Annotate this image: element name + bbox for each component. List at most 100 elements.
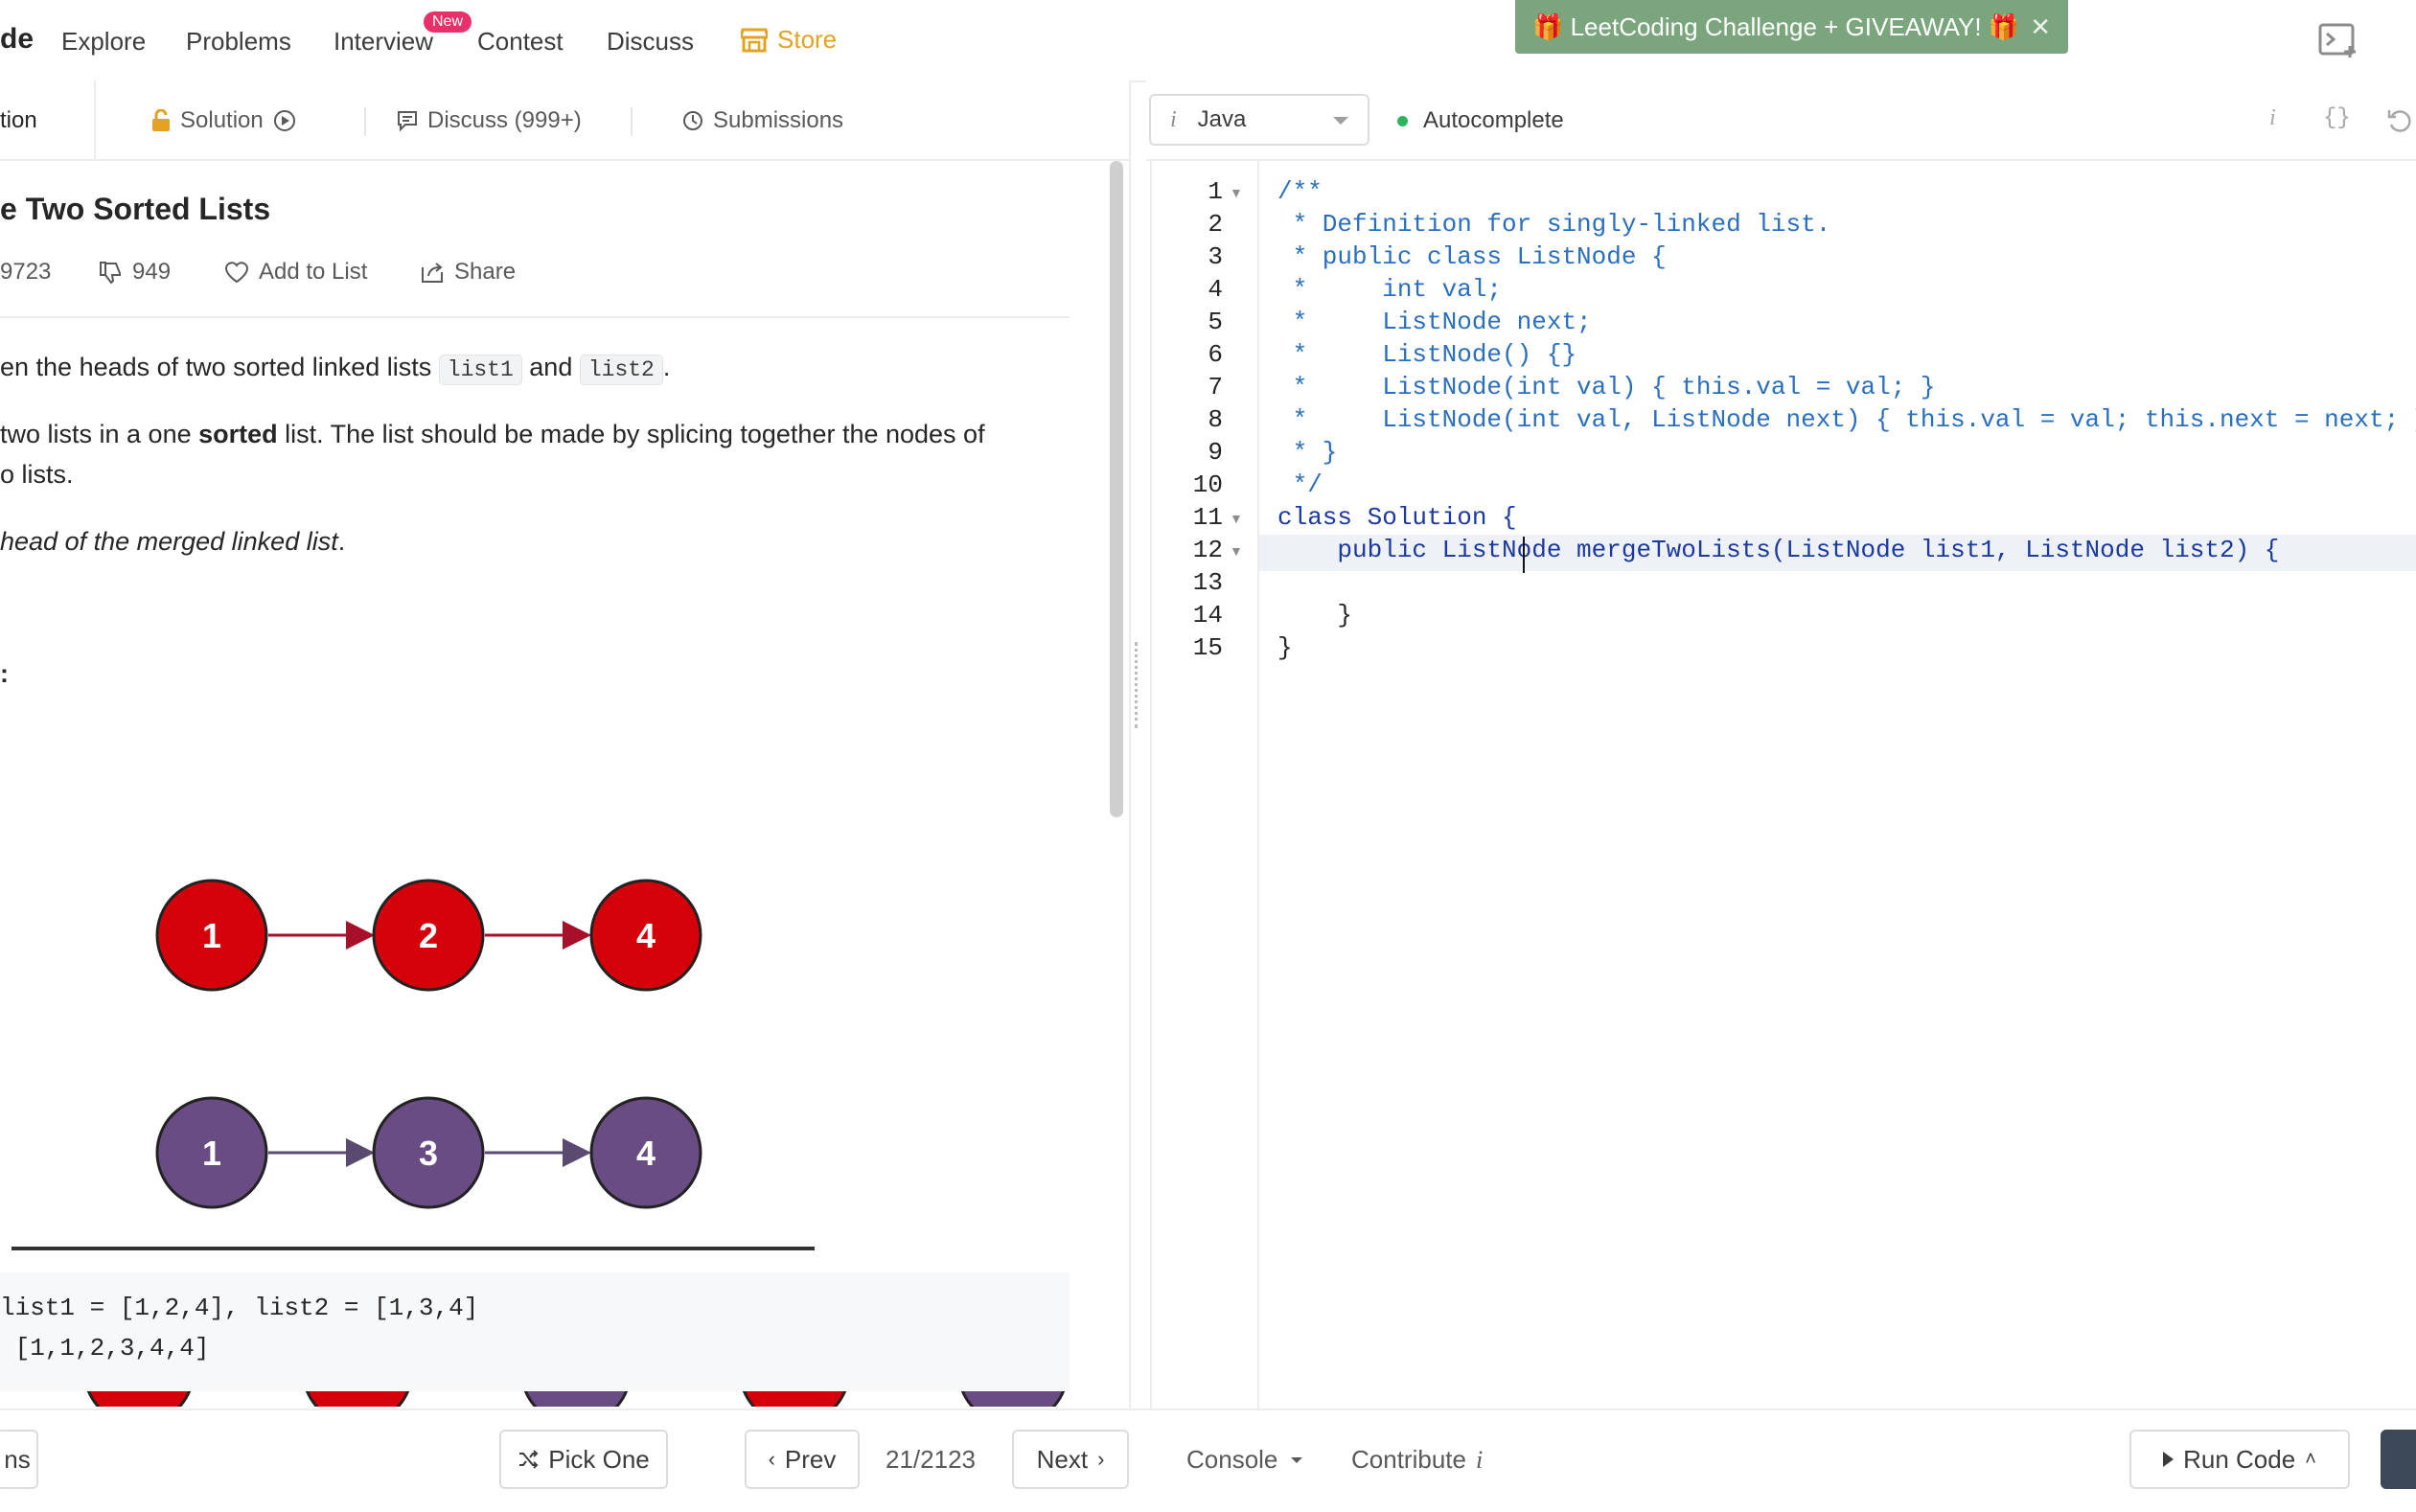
divider xyxy=(0,316,1070,318)
nav-contest[interactable]: Contest xyxy=(477,27,564,56)
fold-arrow-icon[interactable]: ▼ xyxy=(1230,185,1243,200)
active-line-highlight xyxy=(1259,535,2416,571)
autocomplete-toggle[interactable]: Autocomplete xyxy=(1397,107,1564,134)
banner-text[interactable]: 🎁 LeetCoding Challenge + GIVEAWAY! 🎁 xyxy=(1532,11,2020,41)
description-scrollbar[interactable] xyxy=(1110,161,1123,817)
tab-submissions-label: Submissions xyxy=(713,107,844,133)
text: two lists in a one xyxy=(0,420,199,448)
text: list. The list should be made by splicin… xyxy=(277,420,985,448)
nav-store[interactable]: Store xyxy=(741,25,837,55)
tab-solution[interactable]: Solution xyxy=(151,107,296,134)
tab-submissions[interactable]: Submissions xyxy=(682,107,843,134)
console-toggle[interactable]: Console xyxy=(1186,1445,1303,1475)
challenge-banner[interactable]: 🎁 LeetCoding Challenge + GIVEAWAY! 🎁 ✕ xyxy=(1515,0,2068,54)
nav-interview[interactable]: Interview xyxy=(334,27,434,56)
code-line[interactable]: * int val; xyxy=(1277,275,1503,304)
share-button[interactable]: Share xyxy=(420,259,516,286)
code-line[interactable]: class Solution { xyxy=(1277,503,1517,532)
code-line[interactable]: * ListNode next; xyxy=(1277,308,1592,336)
pick-one-label: Pick One xyxy=(548,1444,650,1474)
brand-logo-text[interactable]: de xyxy=(0,23,35,55)
debugger-panel-icon[interactable] xyxy=(2317,19,2359,61)
top-navbar: de Explore Problems Interview New Contes… xyxy=(0,0,2416,82)
code-editor[interactable] xyxy=(1150,161,2416,1409)
line-number: 9 xyxy=(1208,438,1223,467)
line-number: 11 xyxy=(1192,503,1223,532)
like-count[interactable]: 9723 xyxy=(0,259,52,285)
svg-text:1: 1 xyxy=(202,916,221,955)
tab-separator xyxy=(364,107,366,136)
list1-node: 4 xyxy=(589,879,702,992)
svg-text:2: 2 xyxy=(419,916,438,955)
language-select[interactable]: i Java xyxy=(1149,94,1369,146)
code-line[interactable]: * } xyxy=(1277,438,1338,467)
tab-discuss[interactable]: Discuss (999+) xyxy=(397,107,582,134)
example-label: : xyxy=(0,659,9,688)
line-number: 8 xyxy=(1208,405,1223,434)
text-cursor-icon xyxy=(1523,537,1525,573)
tab-description[interactable]: tion xyxy=(0,107,37,133)
next-button[interactable]: Next › xyxy=(1012,1430,1129,1489)
pick-one-button[interactable]: Pick One xyxy=(499,1430,668,1489)
code-line[interactable]: * ListNode() {} xyxy=(1277,340,1577,369)
dislike-count: 949 xyxy=(132,259,172,285)
reset-icon[interactable] xyxy=(2386,107,2413,134)
fold-arrow-icon[interactable]: ▼ xyxy=(1230,511,1243,526)
list2-node: 3 xyxy=(372,1096,485,1209)
code-line[interactable] xyxy=(1277,568,1397,597)
nav-problems[interactable]: Problems xyxy=(186,27,291,56)
status-dot-icon xyxy=(1397,115,1408,126)
problem-tab-bar: tion Solution Discuss (999+) Submissions xyxy=(0,80,1131,161)
code-line[interactable]: * Definition for singly-linked list. xyxy=(1277,210,1831,239)
code-line[interactable]: /** xyxy=(1277,177,1323,206)
tab-separator xyxy=(631,107,633,136)
tab-solution-label: Solution xyxy=(180,107,264,133)
dislike-button[interactable]: 949 xyxy=(98,259,171,286)
inline-code-list1: list1 xyxy=(438,355,522,385)
add-to-list-button[interactable]: Add to List xyxy=(224,259,367,286)
description-paragraph-3: head of the merged linked list. xyxy=(0,521,345,561)
banner-close-icon[interactable]: ✕ xyxy=(2030,11,2051,41)
nav-discuss[interactable]: Discuss xyxy=(607,27,695,56)
info-icon: i xyxy=(1475,1445,1484,1474)
chevron-left-icon: ‹ xyxy=(768,1447,775,1471)
submit-button[interactable] xyxy=(2381,1430,2416,1489)
description-paragraph-2-cont: o lists. xyxy=(0,460,74,489)
console-label: Console xyxy=(1186,1445,1278,1474)
caret-down-icon xyxy=(1291,1456,1303,1463)
line-number-gutter xyxy=(1150,161,1259,1409)
info-icon[interactable]: i xyxy=(2269,105,2276,130)
example-output: [1,1,2,3,4,4] xyxy=(0,1334,210,1363)
next-label: Next xyxy=(1036,1444,1089,1474)
list2-node: 1 xyxy=(155,1096,268,1209)
description-paragraph-2: two lists in a one sorted list. The list… xyxy=(0,414,985,454)
code-line[interactable]: * ListNode(int val, ListNode next) { thi… xyxy=(1277,405,2416,434)
code-line[interactable]: */ xyxy=(1277,470,1323,499)
problems-list-button[interactable]: ns xyxy=(0,1430,38,1489)
code-line[interactable]: } xyxy=(1277,633,1293,662)
contribute-link[interactable]: Contribute i xyxy=(1351,1445,1483,1475)
info-icon: i xyxy=(1170,106,1177,132)
problem-description-panel: e Two Sorted Lists 9723 949 Add to List … xyxy=(0,161,1114,1407)
panel-resize-handle[interactable] xyxy=(1135,642,1143,728)
line-number: 4 xyxy=(1208,275,1223,304)
text: en the heads of two sorted linked lists xyxy=(0,353,439,381)
list1-node: 1 xyxy=(155,879,268,992)
code-line[interactable]: * ListNode(int val) { this.val = val; } xyxy=(1277,373,1936,401)
run-code-button[interactable]: Run Code ˄ xyxy=(2129,1430,2350,1489)
line-number: 15 xyxy=(1192,633,1223,662)
format-braces-icon[interactable]: {} xyxy=(2323,105,2351,131)
line-number: 2 xyxy=(1208,210,1223,239)
nav-explore[interactable]: Explore xyxy=(61,27,147,56)
autocomplete-label: Autocomplete xyxy=(1423,107,1564,133)
comment-icon xyxy=(398,111,417,131)
list1-node: 2 xyxy=(372,879,485,992)
example-input: list1 = [1,2,4], list2 = [1,3,4] xyxy=(0,1294,479,1322)
svg-text:3: 3 xyxy=(419,1134,438,1173)
code-line[interactable]: } xyxy=(1277,601,1353,630)
prev-button[interactable]: ‹ Prev xyxy=(745,1430,860,1489)
code-line[interactable]: public ListNode mergeTwoLists(ListNode l… xyxy=(1277,536,2280,564)
line-number: 1 xyxy=(1208,177,1223,206)
code-line[interactable]: * public class ListNode { xyxy=(1277,242,1667,271)
fold-arrow-icon[interactable]: ▼ xyxy=(1230,543,1243,559)
